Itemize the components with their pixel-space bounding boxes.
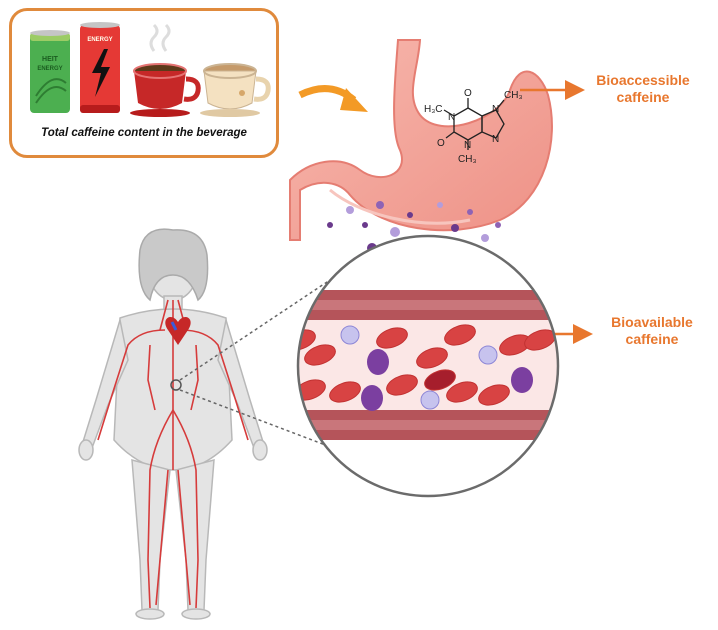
bioaccessible-label: Bioaccessible caffeine [585,72,701,106]
red-blood-cell [446,381,478,403]
red-blood-cell [304,344,336,366]
methyl-7: CH₃ [504,90,523,101]
white-blood-cell [340,325,360,345]
atom-n1: N [448,112,455,123]
red-blood-cell [329,381,361,403]
caffeine-particle [437,202,443,208]
red-blood-cell [478,384,510,406]
stomach-illustration [289,39,553,241]
red-can-label: ENERGY [87,37,112,43]
red-blood-cell [386,374,418,396]
red-blood-cell [424,369,456,391]
coffee-cup-icon [130,23,201,117]
beverage-box: HEIT ENERGY ENERGY [9,8,279,158]
bioaccessible-label-line1: Bioaccessible [596,72,690,88]
bioaccessible-label-line2: caffeine [616,89,670,105]
bioavailable-label-line2: caffeine [625,331,679,347]
purple-blood-cell [367,349,389,375]
green-can-icon: HEIT ENERGY [30,30,70,113]
caffeine-particle [481,234,489,242]
white-blood-cell [420,390,440,410]
bloodstream-zoom [296,234,560,498]
blood-cells [298,324,556,411]
beverage-caption: Total caffeine content in the beverage [41,127,247,139]
caffeine-particle [362,222,368,228]
tea-cup-icon [200,63,271,117]
zoom-origin-marker [170,379,182,391]
methyl-3: CH₃ [458,154,477,165]
caffeine-particle [327,222,333,228]
bioavailable-label-line1: Bioavailable [611,314,693,330]
atom-n9: N [492,134,499,145]
atom-n7: N [492,104,499,115]
caffeine-particle [467,209,473,215]
purple-blood-cell [511,367,533,393]
caffeine-particle [390,227,400,237]
heart-icon [165,316,191,345]
red-blood-cell [416,347,448,369]
ingestion-arrow-head [340,88,368,112]
caffeine-particle [346,206,354,214]
green-can-label-2: ENERGY [37,66,62,72]
beverage-icons: HEIT ENERGY ENERGY [30,22,271,117]
lightning-icon [92,49,110,97]
bioavailable-label: Bioavailable caffeine [592,314,712,348]
green-can-label-1: HEIT [42,56,59,63]
atom-o-left: O [437,138,445,149]
atom-o-top: O [464,88,472,99]
red-blood-cell [376,327,408,349]
red-blood-cell [444,324,476,346]
caffeine-particle [376,201,384,209]
red-can-icon: ENERGY [80,22,120,113]
purple-blood-cell [361,385,383,411]
caffeine-particle [407,212,413,218]
caffeine-particle [495,222,501,228]
caffeine-particle [451,224,459,232]
atom-n3: N [464,140,471,151]
caffeine-molecule [443,98,505,150]
white-blood-cell [478,345,498,365]
methyl-1: H₃C [424,104,443,115]
